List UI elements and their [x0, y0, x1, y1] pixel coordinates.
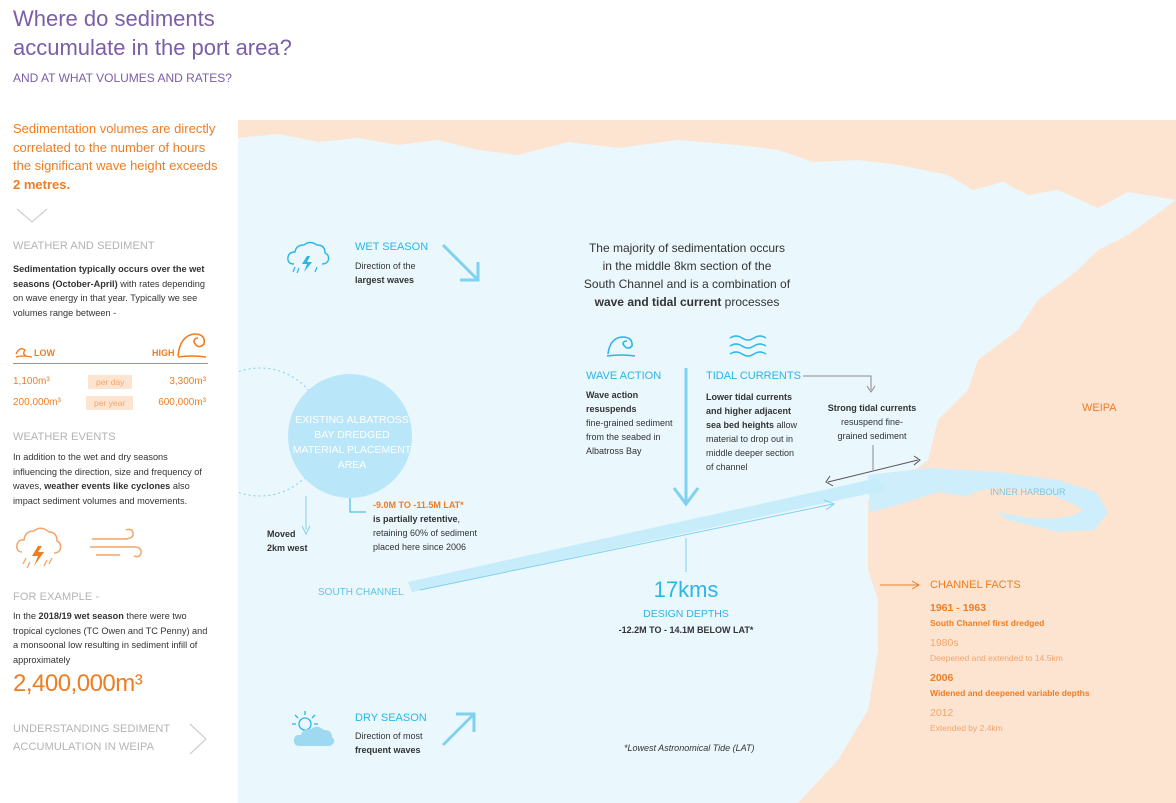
placement-area-circle: [288, 374, 412, 498]
tidal-currents-text: Lower tidal currents and higher adjacent…: [706, 392, 798, 472]
lead-statement: Sedimentation volumes are directly corre…: [13, 120, 218, 194]
strong-tidal-text: Strong tidal currents resuspend fine-gra…: [827, 403, 917, 441]
moved-note: Moved 2km west: [267, 529, 308, 553]
south-channel-band: [408, 478, 886, 592]
dry-season-bold: frequent waves: [355, 745, 421, 755]
harbour-island: [968, 487, 1083, 519]
wet-season-title: WET SEASON: [355, 241, 429, 253]
fact-item: 2012 Extended by 2.4km: [930, 707, 1003, 733]
understanding-sediment-link[interactable]: UNDERSTANDING SEDIMENT ACCUMULATION IN W…: [13, 720, 223, 764]
weather-sediment-text: Sedimentation typically occurs over the …: [13, 264, 205, 318]
range-unit-year: per year: [86, 396, 134, 410]
weather-sediment-heading: WEATHER AND SEDIMENT: [13, 240, 155, 252]
channel-length: 17kms: [653, 577, 719, 602]
rain-cloud-icon: [287, 241, 330, 274]
lead-text: Sedimentation volumes are directly corre…: [13, 121, 218, 173]
low-wave-icon: [15, 347, 33, 358]
inner-harbour-label: INNER HARBOUR: [990, 487, 1066, 497]
channel-facts-list: 1961 - 1963 South Channel first dredged …: [930, 602, 1160, 733]
wet-season-bold: largest waves: [355, 275, 415, 285]
fact-item: 2006 Widened and deepened variable depth…: [930, 672, 1090, 698]
high-label: HIGH: [152, 348, 175, 358]
title-line-2: accumulate in the port area?: [13, 35, 292, 60]
lat-footnote: *Lowest Astronomical Tide (LAT): [624, 743, 755, 753]
wave-action-text: Wave action resuspends fine-grained sedi…: [586, 390, 673, 456]
design-depths-label: DESIGN DEPTHS: [643, 608, 729, 620]
placement-area-label: EXISTING ALBATROSS BAY DREDGED MATERIAL …: [292, 414, 412, 471]
range-high-day: 3,300m³: [169, 376, 206, 387]
example-text: In the 2018/19 wet season there were two…: [13, 611, 208, 665]
port-map: [238, 120, 1176, 803]
wave-icon: [606, 336, 636, 357]
title-line-1: Where do sediments: [13, 6, 215, 31]
sedimentation-down-arrow: [672, 368, 700, 507]
chevron-right-icon: [189, 723, 207, 755]
weather-events-text: In addition to the wet and dry seasons i…: [13, 452, 202, 506]
weather-events-heading: WEATHER EVENTS: [13, 431, 116, 443]
range-low-day: 1,100m³: [13, 376, 50, 387]
channel-pointer: [419, 499, 836, 591]
tidal-currents-title: TIDAL CURRENTS: [706, 370, 801, 382]
placement-depth-note: -9.0M TO -11.5M LAT* is partially retent…: [373, 500, 478, 552]
low-label: LOW: [34, 348, 55, 358]
range-low-year: 200,000m³: [13, 397, 61, 408]
fact-item: 1980s Deepened and extended to 14.5km: [930, 637, 1063, 663]
current-double-arrow: [825, 455, 921, 487]
design-depths-value: -12.2M TO - 14.1M BELOW LAT*: [618, 625, 754, 635]
storm-cloud-icon: [16, 527, 62, 569]
dry-season-title: DRY SEASON: [355, 712, 427, 724]
high-wave-icon: [177, 333, 207, 358]
fact-item: 1961 - 1963 South Channel first dredged: [930, 602, 1045, 628]
wave-action-title: WAVE ACTION: [586, 370, 662, 382]
current-lines-icon: [729, 335, 767, 357]
weipa-label: WEIPA: [1082, 402, 1117, 414]
moved-arrow: [301, 525, 311, 536]
wind-icon: [90, 528, 142, 558]
sun-cloud-icon: [292, 711, 335, 746]
channel-facts-heading: CHANNEL FACTS: [930, 579, 1021, 591]
range-unit-day: per day: [88, 375, 133, 389]
example-heading: FOR EXAMPLE -: [13, 591, 100, 603]
sedimentation-intro: The majority of sedimentation occurs in …: [583, 241, 791, 309]
wet-season-arrow: [441, 243, 480, 282]
lead-bold: 2 metres.: [13, 176, 71, 192]
depth-note-connector: [349, 498, 366, 513]
chevron-down-icon: [16, 208, 48, 223]
dry-season-text: Direction of most: [355, 731, 423, 741]
sediment-infill-value: 2,400,000m³: [13, 670, 143, 697]
page-subtitle: AND AT WHAT VOLUMES AND RATES?: [13, 71, 232, 85]
northern-land: [238, 120, 1176, 208]
wet-season-text: Direction of the: [355, 261, 416, 271]
dry-season-arrow: [441, 712, 476, 747]
facts-arrow: [880, 580, 921, 590]
tidal-pointer: [803, 375, 876, 393]
range-high-year: 600,000m³: [158, 397, 206, 408]
range-divider: [13, 363, 208, 364]
south-channel-label: SOUTH CHANNEL: [318, 587, 404, 598]
page-title: Where do sediments accumulate in the por…: [13, 4, 313, 62]
